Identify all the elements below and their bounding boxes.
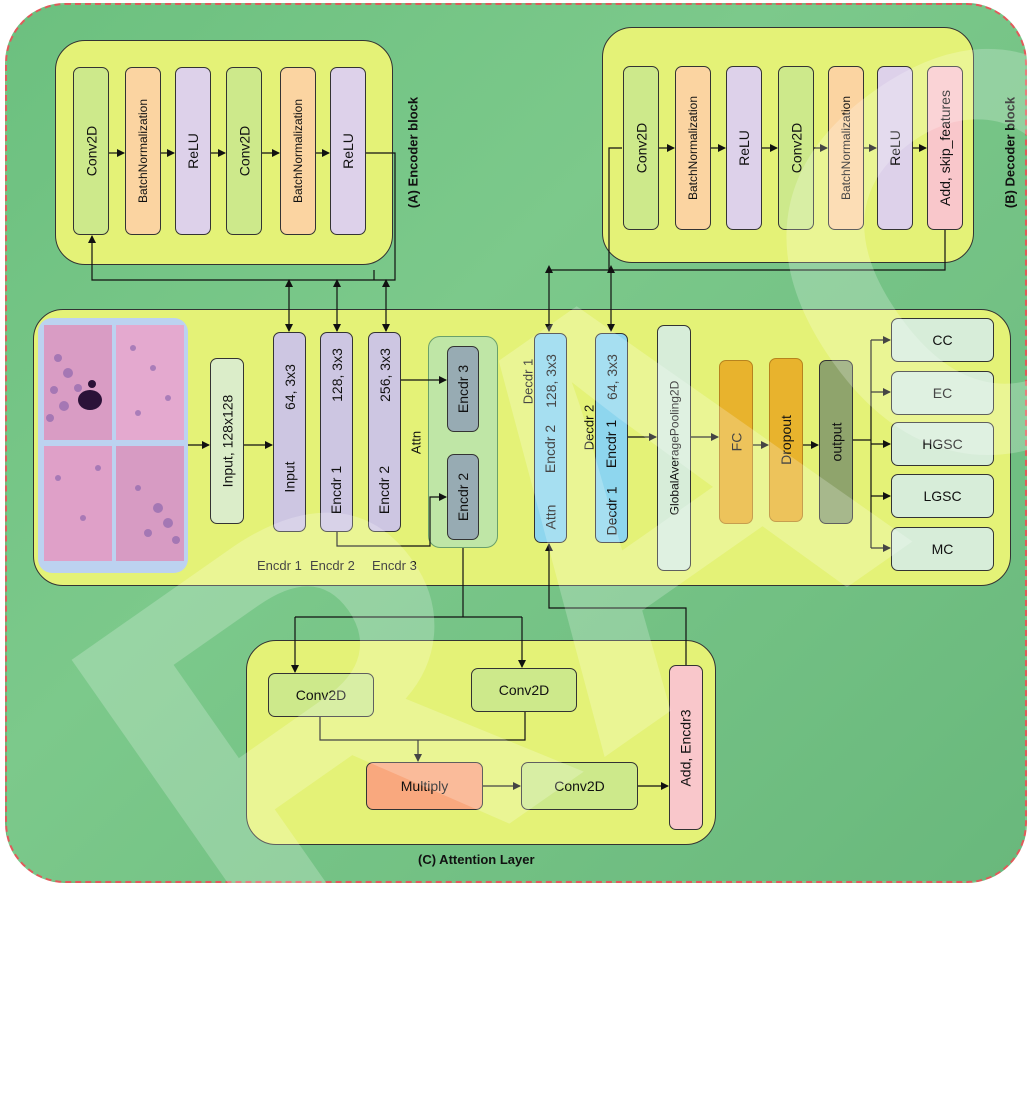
connection-arrows bbox=[0, 0, 1031, 886]
